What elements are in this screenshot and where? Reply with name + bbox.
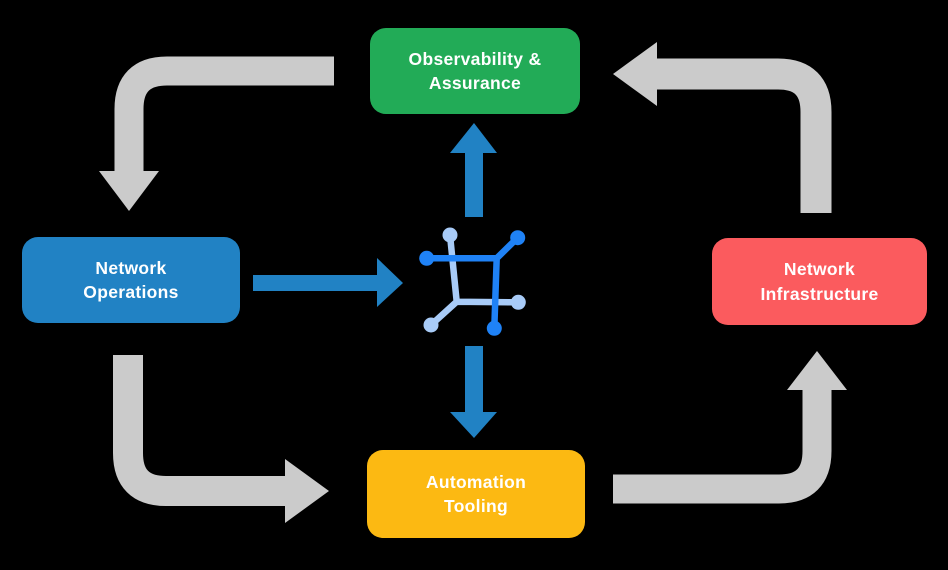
arrow-hub-to-observability — [450, 123, 497, 217]
network-fabric-icon — [419, 227, 526, 336]
network-infrastructure-box — [712, 238, 927, 325]
arrow-hub-to-automation — [450, 346, 497, 438]
automation-tooling-box — [367, 450, 585, 538]
arrow-operations-to-hub — [253, 258, 403, 307]
arrow-infrastructure-to-observability — [613, 42, 832, 213]
network-fabric-icon-dark-part — [419, 230, 526, 336]
arrow-observability-to-operations — [99, 56, 334, 211]
arrow-operations-to-automation — [113, 355, 329, 523]
arrow-automation-to-infrastructure — [613, 351, 847, 504]
observability-assurance-box — [370, 28, 580, 114]
network-operations-box — [22, 237, 240, 323]
